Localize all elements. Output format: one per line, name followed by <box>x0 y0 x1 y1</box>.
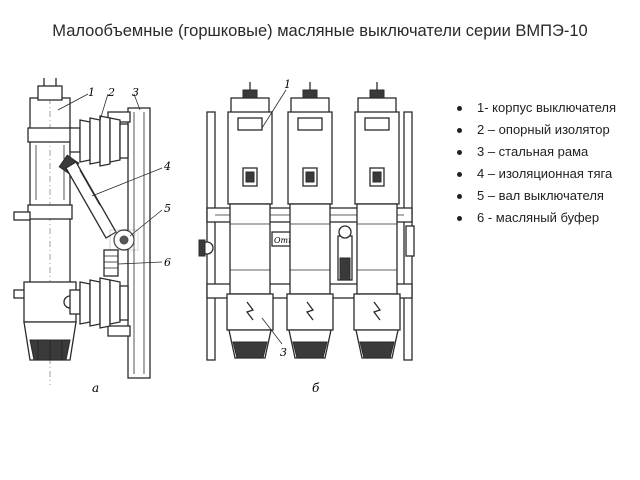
pole-left <box>226 82 274 359</box>
pole-right <box>353 82 401 359</box>
legend-item-support-insulator: 2 – опорный изолятор <box>455 122 635 138</box>
figure-a-callout-3: 3 <box>132 86 139 99</box>
figure-a-callout-4: 4 <box>163 160 171 173</box>
figure-a-callout-2: 2 <box>107 86 115 99</box>
legend-item-oil-buffer: 6 - масляный буфер <box>455 210 635 226</box>
figure-b-front-view: Откл <box>198 82 415 361</box>
figure-a-side-view <box>13 78 163 385</box>
legend-list: 1- корпус выключателя 2 – опорный изолят… <box>455 100 635 232</box>
legend-item-steel-frame: 3 – стальная рама <box>455 144 635 160</box>
legend-item-body: 1- корпус выключателя <box>455 100 635 116</box>
indicator-label: Откл <box>274 236 298 245</box>
legend-item-breaker-shaft: 5 – вал выключателя <box>455 188 635 204</box>
figure-a-caption: а <box>92 381 99 395</box>
legend-item-insulating-rod: 4 – изоляционная тяга <box>455 166 635 182</box>
slide-title: Малообъемные (горшковые) масляные выключ… <box>52 22 588 40</box>
figure-a-callout-5: 5 <box>164 202 171 215</box>
pole-middle <box>286 82 334 359</box>
figure-a-callout-1: 1 <box>88 86 95 99</box>
figure-a-callout-6: 6 <box>164 256 171 269</box>
figure-b-caption: б <box>312 381 320 395</box>
figure-b-callout-3: 3 <box>280 346 287 359</box>
breaker-drawing: 1 2 3 4 5 6 а Откл <box>13 78 415 395</box>
figure-b-callout-1: 1 <box>284 78 291 91</box>
